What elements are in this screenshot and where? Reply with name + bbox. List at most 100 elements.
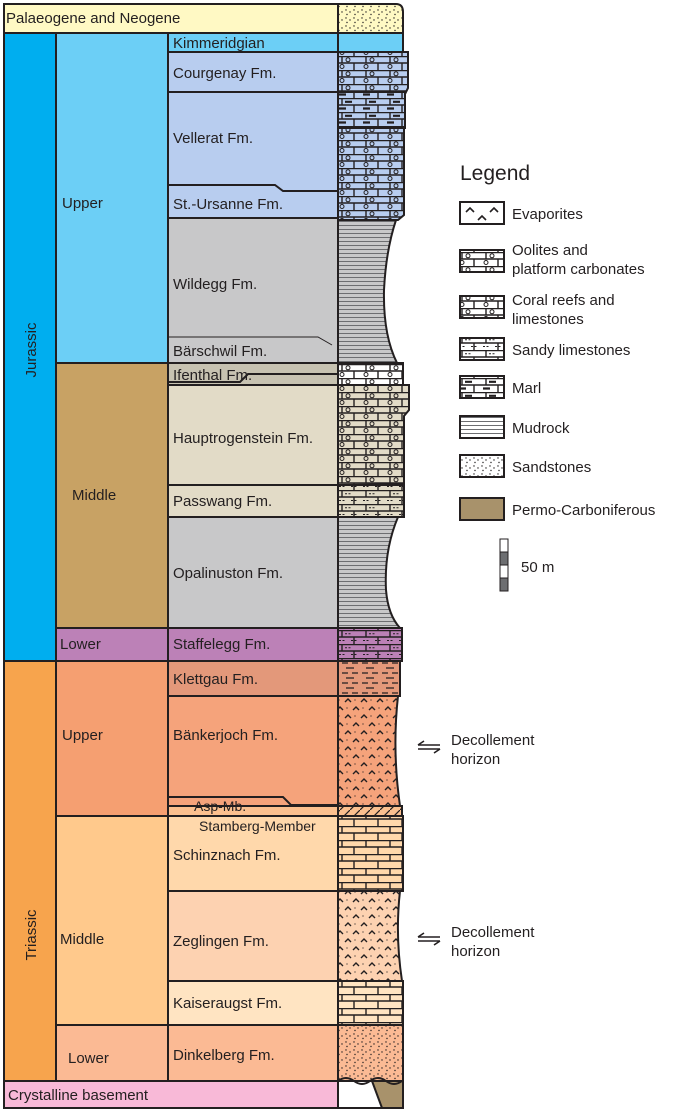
system-jurassic-box <box>3 32 57 662</box>
coral-reefs-icon <box>459 295 505 319</box>
formation-label: Wildegg Fm. <box>173 276 257 293</box>
legend-item-label: Sandstones <box>512 459 591 476</box>
series-label: Lower <box>68 1050 109 1067</box>
formation-box <box>167 484 339 518</box>
formation-box <box>167 815 339 892</box>
legend-item-label: Mudrock <box>512 420 570 437</box>
litho-zeglingen-evaporites <box>337 890 404 982</box>
formation-label: Stamberg-Member <box>199 818 316 834</box>
barschwil-boundary <box>168 336 333 346</box>
basement-unit-box <box>3 1080 339 1109</box>
marl-icon <box>459 375 505 399</box>
formation-label: St.-Ursanne Fm. <box>173 196 283 213</box>
litho-opalinuston-mudrock <box>337 516 403 629</box>
legend-title: Legend <box>460 162 530 185</box>
legend-item-label: Coral reefs and <box>512 292 615 309</box>
formation-label: Kaiseraugst Fm. <box>173 995 282 1012</box>
formation-label: Ifenthal Fm. <box>173 367 252 384</box>
scale-bar-label: 50 m <box>521 559 554 576</box>
litho-hauptrogenstein <box>337 384 410 487</box>
decollement-arrows-icon <box>417 740 441 754</box>
sandstones-icon <box>459 454 505 478</box>
litho-wildegg-mudrock <box>337 219 399 364</box>
litho-asp <box>337 805 403 817</box>
formation-label: Schinznach Fm. <box>173 847 281 864</box>
series-label: Lower <box>60 636 101 653</box>
formation-label: Bärschwil Fm. <box>173 343 267 360</box>
series-triassic-lower-box <box>55 1024 169 1082</box>
decollement-middle: Decollement horizon <box>417 924 535 960</box>
litho-upper-carbonates <box>337 51 409 221</box>
litho-staffelegg <box>337 627 403 662</box>
formation-box <box>167 695 339 807</box>
legend-item-label: Marl <box>512 380 541 397</box>
column-table: Palaeogene and Neogene Crystalline basem… <box>3 3 339 1109</box>
litho-sandstone-top <box>337 3 404 34</box>
evaporites-icon <box>459 201 505 225</box>
series-label: Upper <box>62 195 103 212</box>
formation-label: Staffelegg Fm. <box>173 636 270 653</box>
legend-item-label: Sandy limestones <box>512 342 630 359</box>
system-triassic-box <box>3 660 57 1082</box>
formation-label: Asp-Mb. <box>194 798 246 814</box>
decollement-label: horizon <box>451 751 500 768</box>
series-label: Middle <box>60 931 104 948</box>
formation-label: Dinkelberg Fm. <box>173 1047 275 1064</box>
formation-box <box>167 51 339 93</box>
series-label: Middle <box>72 487 116 504</box>
formation-box <box>167 890 339 982</box>
formation-label: Klettgau Fm. <box>173 671 258 688</box>
formation-box <box>167 384 339 486</box>
legend-item-label: limestones <box>512 311 584 328</box>
litho-passwang <box>337 484 405 518</box>
formation-label: Courgenay Fm. <box>173 65 276 82</box>
lithology-column <box>337 3 410 1109</box>
litho-dinkelberg-sandstone <box>337 1024 404 1082</box>
st-ursanne-boundary <box>168 184 338 192</box>
legend-item-label: Permo-Carboniferous <box>512 502 655 519</box>
legend-item-label: Evaporites <box>512 206 583 223</box>
formation-label: Vellerat Fm. <box>173 130 253 147</box>
litho-unconformity <box>337 1077 403 1085</box>
basement-unit-label: Crystalline basement <box>8 1087 149 1104</box>
legend-item-label: Oolites and <box>512 242 588 259</box>
series-jurassic-lower-box <box>55 627 169 662</box>
decollement-label: Decollement <box>451 924 535 941</box>
ifenthal-boundary <box>168 373 338 383</box>
formation-label: Zeglingen Fm. <box>173 933 269 950</box>
oolites-icon <box>459 249 505 273</box>
decollement-upper: Decollement horizon <box>417 732 535 768</box>
series-label: Upper <box>62 727 103 744</box>
litho-marl-band <box>337 91 406 129</box>
formation-box <box>167 516 339 629</box>
evaporites-icon-mark <box>465 206 499 221</box>
system-jurassic-label: Jurassic <box>23 322 40 378</box>
decollement-label: horizon <box>451 943 500 960</box>
sandy-limestones-icon <box>459 337 505 361</box>
litho-kimmeridgian <box>337 32 404 53</box>
scale-bar <box>499 538 509 592</box>
litho-schinznach <box>337 815 404 892</box>
litho-bankerjoch-evaporites <box>337 695 402 807</box>
litho-permo-carboniferous <box>370 1080 404 1109</box>
system-triassic-label: Triassic <box>23 909 40 961</box>
permo-carboniferous-icon <box>459 497 505 521</box>
asp-boundary <box>168 796 338 806</box>
series-triassic-middle-box <box>55 815 169 1026</box>
mudrock-icon <box>459 415 505 439</box>
formation-label: Opalinuston Fm. <box>173 565 283 582</box>
litho-klettgau <box>337 660 401 697</box>
decollement-label: Decollement <box>451 732 535 749</box>
series-jurassic-upper-box <box>55 32 169 364</box>
litho-kaiseraugst <box>337 980 404 1026</box>
formation-label: Bänkerjoch Fm. <box>173 727 278 744</box>
formation-box <box>167 91 339 219</box>
formation-label: Hauptrogenstein Fm. <box>173 430 313 447</box>
legend-item-label: platform carbonates <box>512 261 645 278</box>
top-unit-label: Palaeogene and Neogene <box>6 10 180 27</box>
formation-label: Passwang Fm. <box>173 493 272 510</box>
legend: Legend Evaporites Oolites and platform c… <box>459 162 655 592</box>
litho-ifenthal <box>337 362 404 386</box>
series-jurassic-middle-box <box>55 362 169 629</box>
